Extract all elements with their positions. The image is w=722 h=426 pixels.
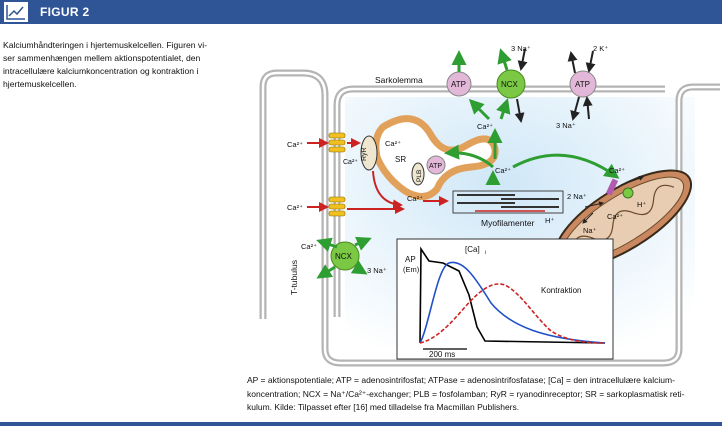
ca-to-mito-arrow <box>512 153 620 179</box>
caption-line: intracellulære kalciumkoncentration og k… <box>3 66 199 76</box>
sr-atp-pump <box>426 155 446 175</box>
ca-center-label: Ca²⁺ <box>407 194 423 203</box>
sr-label: SR <box>395 155 406 164</box>
ncx-exchanger-top <box>496 69 526 99</box>
ca-efflux-label: Ca²⁺ <box>477 122 493 131</box>
ryr-label: RyR <box>361 147 368 161</box>
figure-caption: Kalciumhåndteringen i hjertemuskelcellen… <box>3 39 243 91</box>
kontraktion-label: Kontraktion <box>541 286 581 295</box>
ncx-na-label: 3 Na⁺ <box>511 44 531 53</box>
ca-reuptake-arrow <box>444 144 494 169</box>
na-k-k-label: 2 K⁺ <box>593 44 608 53</box>
figure-header: FIGUR 2 <box>0 0 722 24</box>
plb-label: PLB <box>416 170 423 182</box>
caption-line: ser sammenhængen mellem aktionspotential… <box>3 53 201 63</box>
abbr-line: koncentration; NCX = Na⁺/Ca²⁺-exchanger;… <box>247 388 685 399</box>
mito-h-label: H⁺ <box>637 200 646 209</box>
bottom-rule <box>0 422 722 426</box>
abbr-line: AP = aktionspotentiale; ATP = adenosintr… <box>247 375 675 385</box>
mito-ca-label: Ca²⁺ <box>609 166 625 175</box>
mito-ca-uniporter <box>605 178 619 196</box>
chart-icon <box>4 2 28 22</box>
caption-line: hjertemuskelcellen. <box>3 79 77 89</box>
mito-na2-label: 2 Na⁺ <box>567 192 587 201</box>
ncx-tubulus-label: NCX <box>335 252 353 261</box>
myofilaments <box>452 190 564 214</box>
ap-series-line <box>419 246 606 344</box>
mito-h2-label: H⁺ <box>545 216 554 225</box>
ca-series-label: [Ca] <box>465 245 480 254</box>
ca-series-sub: i <box>485 250 486 256</box>
pmca-atp-label: ATP <box>451 80 466 89</box>
na-k-atp-label: ATP <box>575 80 590 89</box>
kontraktion-series-line <box>419 283 606 344</box>
sr-atp-label: ATP <box>429 163 442 170</box>
plb-icon <box>411 162 425 186</box>
sarkolemma-label: Sarkolemma <box>375 75 423 85</box>
scalebar-label: 200 ms <box>429 350 455 359</box>
myofilament-label: Myofilamenter <box>481 218 535 228</box>
mito-na-label: Na⁺ <box>583 226 597 235</box>
ncx-top-label: NCX <box>501 80 519 89</box>
ca-sub-label: Ca²⁺ <box>343 159 358 166</box>
mito-exchanger <box>622 187 634 199</box>
ttubulus-label: T-tubulus <box>289 260 299 295</box>
ryr-receptor <box>360 135 378 171</box>
ca-series-line <box>419 261 606 344</box>
ncx-na-label: 3 Na⁺ <box>367 266 387 275</box>
na-k-na-label: 3 Na⁺ <box>556 121 576 130</box>
ncx-ca-label: Ca²⁺ <box>301 242 317 251</box>
ap-label: AP <box>405 255 416 264</box>
calcium-handling-diagram: Sarkolemma T-tubulus RyR SR PLB ATP Ca²⁺… <box>259 44 720 367</box>
caption-line: Kalciumhåndteringen i hjertemuskelcellen… <box>3 40 207 50</box>
l-type-channel-top <box>328 132 346 153</box>
ca-cytosol-label: Ca²⁺ <box>495 166 511 175</box>
sr-release-arrow <box>372 170 403 210</box>
em-label: (Em) <box>403 265 420 274</box>
l-type-channel-bottom <box>328 196 346 217</box>
mito-ca2-label: Ca²⁺ <box>607 212 623 221</box>
abbr-line: kulum. Kilde: Tilpasset efter [16] med t… <box>247 402 520 412</box>
figure-label: FIGUR 2 <box>40 5 90 19</box>
ca-in-label: Ca²⁺ <box>287 203 303 212</box>
abbreviation-list: AP = aktionspotentiale; ATP = adenosintr… <box>247 374 719 415</box>
ca-in-label: Ca²⁺ <box>287 140 303 149</box>
ap-calcium-contraction-chart: AP (Em) [Ca] i Kontraktion 200 ms <box>396 238 614 360</box>
ca-release-label: Ca²⁺ <box>385 139 401 148</box>
